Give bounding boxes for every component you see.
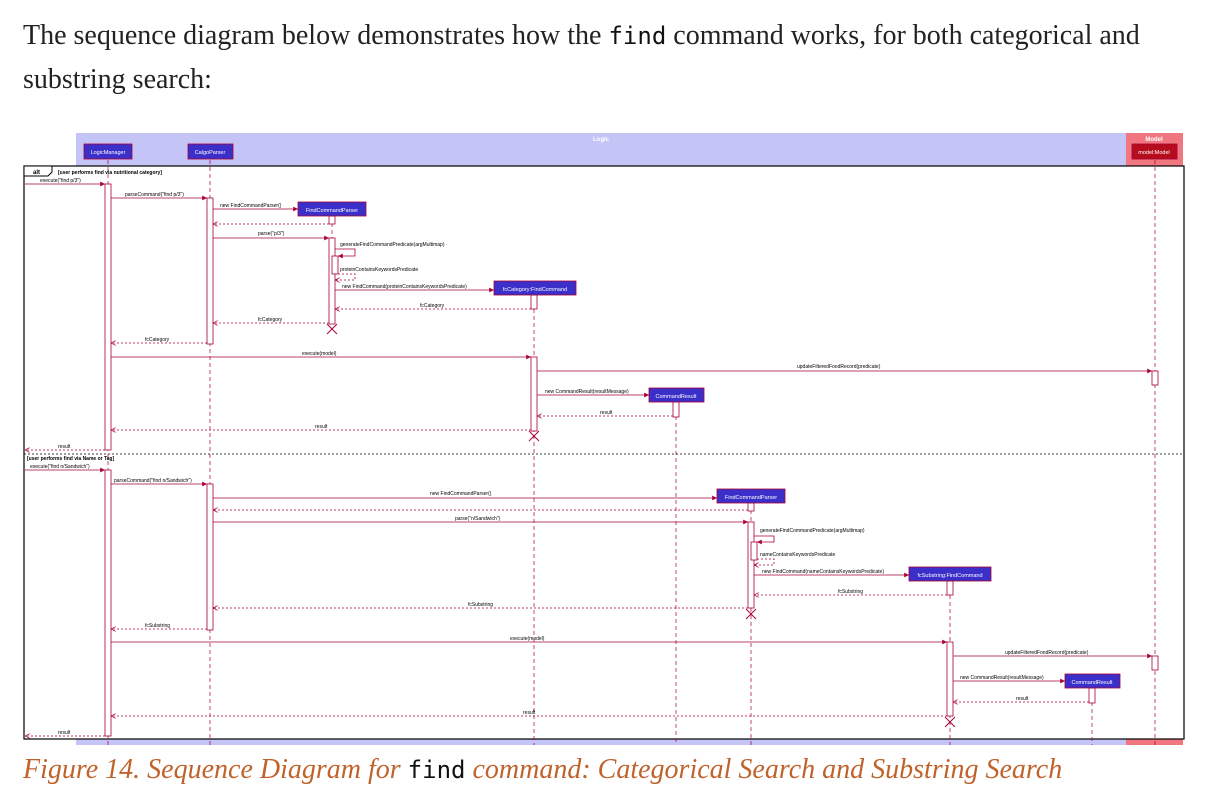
participant-cr2-label: CommandResult	[1072, 680, 1113, 686]
msg-fc-substring-return-3-label: fcSubstring	[145, 623, 170, 629]
msg-result-1a-label: result	[600, 410, 613, 416]
participant-fc-substring-label: fcSubstring:FindCommand	[917, 573, 982, 579]
msg-new-fcp1-label: new FindCommandParser()	[220, 203, 282, 209]
msg-fc-category-return-2-label: fcCategory	[258, 317, 283, 323]
msg-name-predicate	[754, 558, 775, 565]
activation-model-2	[1151, 655, 1159, 671]
msg-parse-command-p3-label: parseCommand("find p/3")	[125, 192, 184, 198]
participant-calgo-parser-label: CalgoParser	[195, 150, 226, 156]
activation-cr2	[1088, 687, 1096, 704]
activation-fcp2-create	[747, 502, 755, 512]
activation-model-1	[1151, 370, 1159, 386]
model-box-label: Model	[1145, 137, 1163, 143]
logic-box-label: Logic	[593, 137, 610, 143]
msg-fc-category-return-1-label: fcCategory	[420, 303, 445, 309]
activation-fc-category-create	[530, 294, 538, 310]
msg-update-filtered-1-label: updateFilteredFoodRecord(predicate)	[797, 364, 881, 370]
intro-find-code: find	[608, 22, 667, 50]
msg-result-2a-label: result	[1016, 696, 1029, 702]
intro-text-before: The sequence diagram below demonstrates …	[23, 20, 609, 51]
participant-cr1-label: CommandResult	[656, 394, 697, 400]
activation-fc-substring-execute	[946, 641, 954, 717]
participant-fcp1-label: FindCommandParser	[306, 208, 358, 214]
participant-model-label: model:Model	[1138, 150, 1170, 156]
msg-execute-model-2-label: execute(model)	[510, 636, 545, 642]
msg-generate-predicate-1-label: generateFindCommandPredicate(argMultimap…	[340, 242, 445, 248]
activation-fcp2-nested	[750, 541, 758, 561]
msg-parse-command-sandwich-label: parseCommand("find n/Sandwich")	[114, 478, 192, 484]
intro-text-after: command works, for both categorical and …	[23, 20, 1140, 95]
msg-generate-predicate-2-label: generateFindCommandPredicate(argMultimap…	[760, 528, 865, 534]
destroy-fcp2	[745, 608, 757, 620]
msg-new-command-result-1-label: new CommandResult(resultMessage)	[545, 389, 629, 395]
participant-model	[1131, 143, 1178, 160]
caption-text-after: command: Categorical Search and Substrin…	[465, 754, 1063, 785]
participant-fcp2	[716, 488, 786, 504]
activation-fcp2-parse	[747, 521, 755, 609]
msg-new-fc-substring-label: new FindCommand(nameContainsKeywordsPred…	[762, 569, 884, 575]
destroy-fc-category	[528, 430, 540, 442]
activation-logic-manager-2	[104, 469, 112, 737]
msg-fc-substring-return-2-label: fcSubstring	[468, 602, 493, 608]
msg-result-1b-label: result	[315, 424, 328, 430]
alt-frame-tab	[23, 165, 53, 177]
participant-logic-manager-label: LogicManager	[91, 150, 126, 156]
participant-fc-category-label: fcCategory:FindCommand	[503, 287, 567, 293]
activation-calgo-parser-2	[206, 483, 214, 631]
alt-frame	[23, 165, 1185, 740]
activation-fc-substring-create	[946, 580, 954, 596]
activation-fc-category-execute	[530, 356, 538, 432]
msg-fc-category-return-3-label: fcCategory	[145, 337, 170, 343]
msg-result-2c-label: result	[58, 730, 71, 736]
destroy-fcp1	[326, 323, 338, 335]
msg-name-predicate-label: nameContainsKeywordsPredicate	[760, 552, 836, 558]
msg-protein-predicate	[335, 273, 356, 280]
activation-fcp1-nested	[331, 255, 339, 275]
participant-fc-substring	[908, 566, 992, 582]
figure-caption: Figure 14. Sequence Diagram for find com…	[23, 754, 1062, 786]
msg-parse-sandwich-label: parse("n/Sandwich")	[455, 516, 501, 522]
activation-logic-manager-1	[104, 183, 112, 451]
msg-result-1c-label: result	[58, 444, 71, 450]
participant-logic-manager	[83, 143, 133, 160]
msg-execute-find-sandwich-label: execute("find n/Sandwich")	[30, 464, 90, 470]
caption-find-code: find	[407, 756, 466, 784]
msg-new-fcp2-label: new FindCommandParser()	[430, 491, 492, 497]
alt-guard-2: [user performs find via Name or Tag]	[27, 456, 114, 462]
msg-fc-substring-return-1-label: fcSubstring	[838, 589, 863, 595]
msg-parse-p3-label: parse("p/3")	[258, 231, 285, 237]
participant-fc-category	[493, 280, 577, 296]
participant-fcp2-label: FindCommandParser	[725, 495, 777, 501]
activation-fcp1-create	[328, 215, 336, 225]
msg-execute-model-1-label: execute(model)	[302, 351, 337, 357]
msg-generate-predicate-1	[335, 248, 356, 259]
msg-new-fc-category-label: new FindCommand(proteinContainsKeywordsP…	[342, 284, 467, 290]
activation-fcp1-parse	[328, 237, 336, 325]
intro-paragraph: The sequence diagram below demonstrates …	[23, 14, 1203, 102]
msg-update-filtered-2-label: updateFilteredFoodRecord(predicate)	[1005, 650, 1089, 656]
activation-calgo-parser-1	[206, 197, 214, 345]
destroy-fc-substring	[944, 716, 956, 728]
alt-guard-1: [user performs find via nutritional cate…	[58, 170, 162, 176]
activation-cr1	[672, 401, 680, 418]
msg-execute-find-p3-label: execute("find p/3")	[40, 178, 81, 184]
alt-keyword: alt	[33, 170, 40, 176]
participant-calgo-parser	[187, 143, 234, 160]
caption-text-before: Figure 14. Sequence Diagram for	[23, 754, 408, 785]
msg-generate-predicate-2	[754, 535, 775, 545]
msg-result-2b-label: result	[523, 710, 536, 716]
msg-protein-predicate-label: proteinContainsKeywordsPredicate	[340, 267, 418, 273]
msg-new-command-result-2-label: new CommandResult(resultMessage)	[960, 675, 1044, 681]
